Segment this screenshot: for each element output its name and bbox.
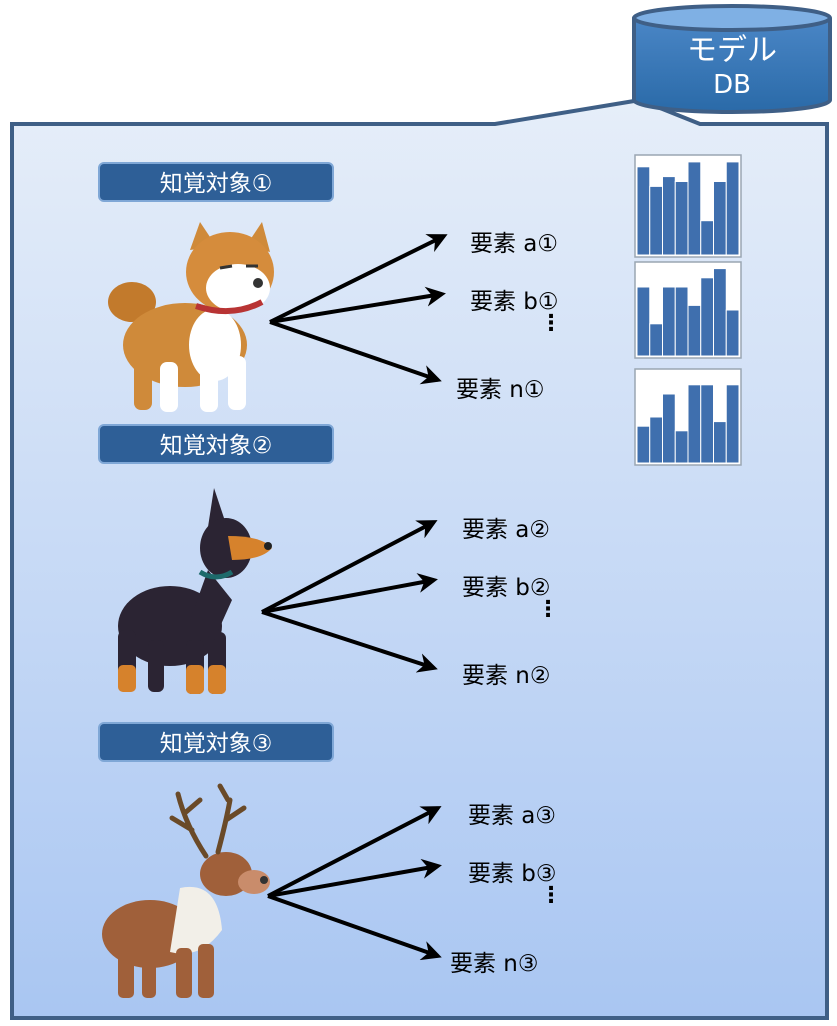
object-label-2: 知覚対象②	[98, 424, 334, 464]
histogram-2-bar	[713, 268, 727, 357]
histogram-2-bar	[700, 277, 714, 357]
histogram-1-bar	[687, 161, 702, 256]
histogram-bars	[636, 161, 740, 464]
histogram-1-bar	[725, 161, 740, 256]
histogram-3-bar	[687, 384, 702, 464]
histogram-3-bar	[662, 393, 676, 464]
database-icon	[632, 4, 832, 114]
shiba-dog-illustration	[108, 222, 274, 412]
histogram-1-bar	[700, 220, 714, 256]
element-n-1: 要素 n①	[456, 377, 545, 403]
histogram-2-bar	[662, 286, 676, 357]
element-a-1: 要素 a①	[470, 231, 559, 257]
element-b-2: 要素 b②	[462, 575, 551, 601]
doberman-dog-illustration	[118, 488, 272, 694]
histogram-1-bar	[674, 181, 689, 256]
histogram-3-bar	[674, 430, 689, 464]
arrow-3-a	[267, 806, 442, 898]
histogram-1-bar	[649, 185, 663, 256]
histogram-3-bar	[649, 416, 663, 464]
arrow-1-n	[269, 320, 442, 385]
arrow-2-a	[261, 520, 438, 614]
element-b-3: 要素 b③	[468, 861, 557, 887]
histogram-3-bar	[713, 421, 727, 464]
db-label-line2: DB	[713, 70, 751, 100]
arrow-2-n	[261, 610, 438, 673]
object-label-1: 知覚対象①	[98, 162, 334, 202]
histogram-1-bar	[636, 166, 651, 256]
element-b-1: 要素 b①	[470, 289, 559, 315]
histogram-2-bar	[636, 286, 651, 357]
histogram-2-bar	[674, 286, 689, 357]
element-a-2: 要素 a②	[462, 517, 551, 543]
element-a-3: 要素 a③	[468, 803, 557, 829]
object-label-3: 知覚対象③	[98, 722, 334, 762]
arrow-3-n	[267, 894, 442, 961]
histogram-2-bar	[687, 304, 702, 357]
histogram-1-bar	[713, 181, 727, 256]
arrow-1-b	[269, 286, 446, 324]
element-n-2: 要素 n②	[462, 663, 551, 689]
ellipsis-3: ⋮	[540, 885, 562, 907]
histogram-2-bar	[649, 323, 663, 357]
arrow-1-a	[269, 234, 448, 324]
db-label-line1: モデル	[687, 33, 777, 68]
histogram-1-bar	[662, 176, 676, 256]
ellipsis-2: ⋮	[537, 599, 559, 621]
arrow-3-b	[267, 858, 442, 898]
ellipsis-1: ⋮	[540, 313, 562, 335]
histogram-3-bar	[725, 384, 740, 464]
histogram-2-bar	[725, 309, 740, 357]
element-n-3: 要素 n③	[450, 951, 539, 977]
histogram-3-bar	[700, 384, 714, 464]
histogram-3-bar	[636, 425, 651, 464]
arrows-group	[261, 234, 448, 961]
reindeer-illustration	[102, 783, 270, 998]
arrow-2-b	[261, 573, 438, 614]
